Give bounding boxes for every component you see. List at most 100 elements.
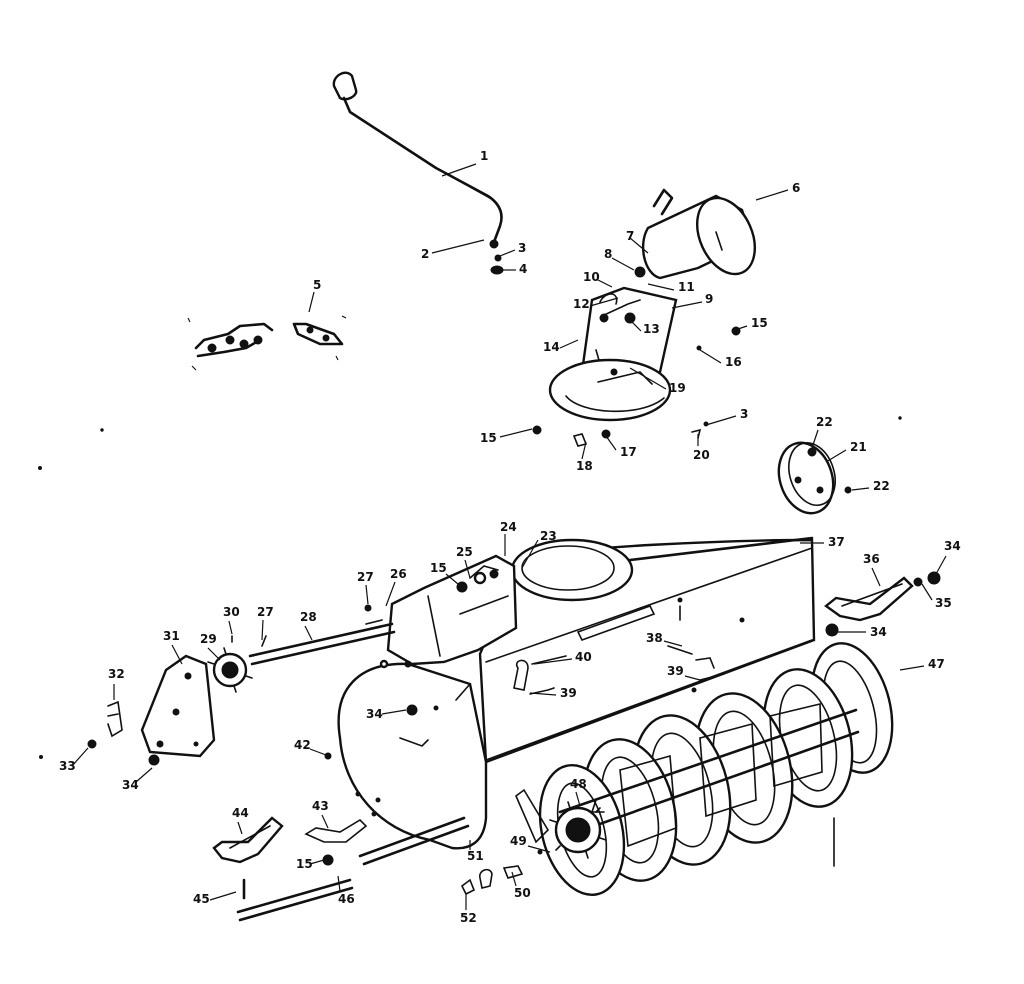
- leader-line-15: [731, 325, 748, 332]
- part-label-38: 38: [646, 631, 663, 645]
- leader-line-10: [597, 279, 613, 288]
- leader-line-8: [611, 257, 635, 271]
- part-label-34: 34: [366, 707, 383, 721]
- leader-line-22: [851, 487, 870, 491]
- part-label-8: 8: [604, 247, 612, 261]
- part-label-47: 47: [928, 657, 945, 671]
- leader-line-12: [589, 297, 619, 307]
- part-label-20: 20: [693, 448, 710, 462]
- part-label-15: 15: [751, 316, 768, 330]
- part-label-42: 42: [294, 738, 311, 752]
- leader-line-48: [575, 791, 581, 807]
- part-label-52: 52: [460, 911, 477, 925]
- auger-housing: [337, 538, 816, 850]
- part-label-9: 9: [705, 292, 713, 306]
- part-label-23: 23: [540, 529, 557, 543]
- leader-line-15: [499, 428, 533, 438]
- part-label-26: 26: [390, 567, 407, 581]
- leader-line-39: [529, 692, 557, 696]
- right-bracket-36: [824, 571, 941, 637]
- leader-line-30: [228, 620, 233, 635]
- top-edge-strip: [628, 536, 814, 562]
- part-label-12: 12: [573, 297, 590, 311]
- crank-handle: [332, 71, 503, 249]
- part-label-48: 48: [570, 777, 587, 791]
- part-label-13: 13: [643, 322, 660, 336]
- long-shaft: [248, 604, 396, 666]
- leader-line-23: [521, 539, 539, 569]
- leader-line-2: [431, 239, 485, 254]
- leader-line-38: [663, 640, 683, 647]
- leader-line-16: [699, 349, 722, 364]
- part-label-28: 28: [300, 610, 317, 624]
- leader-line-39: [684, 675, 701, 681]
- part-label-49: 49: [510, 834, 527, 848]
- leader-line-15: [309, 859, 325, 865]
- leader-line-42: [309, 748, 327, 756]
- part-label-18: 18: [576, 459, 593, 473]
- part-label-11: 11: [678, 280, 695, 294]
- leader-line-25: [464, 559, 471, 579]
- part-label-15: 15: [480, 431, 497, 445]
- leader-line-22: [811, 429, 819, 449]
- part-label-15: 15: [296, 857, 313, 871]
- part-label-7: 7: [626, 229, 634, 243]
- leader-line-11: [647, 283, 675, 291]
- leader-line-27: [365, 584, 369, 605]
- leader-line-15: [445, 573, 459, 585]
- gear-29: [207, 635, 253, 693]
- part-label-31: 31: [163, 629, 180, 643]
- leader-line-21: [825, 449, 847, 463]
- leader-line-7: [629, 237, 649, 254]
- part-label-50: 50: [514, 886, 531, 900]
- leader-line-49: [527, 845, 551, 853]
- part-label-6: 6: [792, 181, 800, 195]
- part-label-46: 46: [338, 892, 355, 906]
- leader-line-31: [171, 644, 183, 665]
- part-label-22: 22: [816, 415, 833, 429]
- pulley-disc: [777, 441, 852, 515]
- part-label-16: 16: [725, 355, 742, 369]
- part-label-10: 10: [583, 270, 600, 284]
- leader-line-46: [337, 875, 341, 892]
- leader-line-29: [207, 647, 221, 661]
- leader-line-1: [441, 163, 477, 177]
- part-label-2: 2: [421, 247, 429, 261]
- leader-line-40: [533, 658, 573, 665]
- leader-line-13: [629, 319, 642, 332]
- part-label-43: 43: [312, 799, 329, 813]
- part-label-24: 24: [500, 520, 517, 534]
- discharge-chute: [548, 266, 678, 422]
- part-label-34: 34: [122, 778, 139, 792]
- leader-line-35: [921, 583, 933, 601]
- part-label-40: 40: [575, 650, 592, 664]
- part-label-30: 30: [223, 605, 240, 619]
- leader-line-44: [237, 821, 243, 835]
- chain-bracket: [187, 315, 347, 371]
- leader-line-14: [559, 339, 579, 349]
- part-label-34: 34: [870, 625, 887, 639]
- leader-line-47: [899, 665, 925, 671]
- small-bracket-32: [87, 700, 123, 749]
- part-label-44: 44: [232, 806, 249, 820]
- leader-line-36: [871, 567, 881, 587]
- part-label-19: 19: [669, 381, 686, 395]
- part-label-32: 32: [108, 667, 125, 681]
- leader-line-33: [71, 747, 89, 767]
- part-label-5: 5: [313, 278, 321, 292]
- part-label-15: 15: [430, 561, 447, 575]
- leader-line-18: [581, 441, 587, 460]
- leader-line-9: [671, 301, 703, 309]
- leader-line-3: [705, 415, 737, 426]
- part-label-1: 1: [480, 149, 488, 163]
- leader-line-17: [605, 435, 617, 451]
- part-label-35: 35: [935, 596, 952, 610]
- part-label-14: 14: [543, 340, 560, 354]
- part-label-34: 34: [944, 539, 961, 553]
- leader-line-34: [135, 767, 153, 783]
- auger-assembly: [515, 642, 894, 896]
- part-label-51: 51: [467, 849, 484, 863]
- leader-line-28: [304, 625, 313, 641]
